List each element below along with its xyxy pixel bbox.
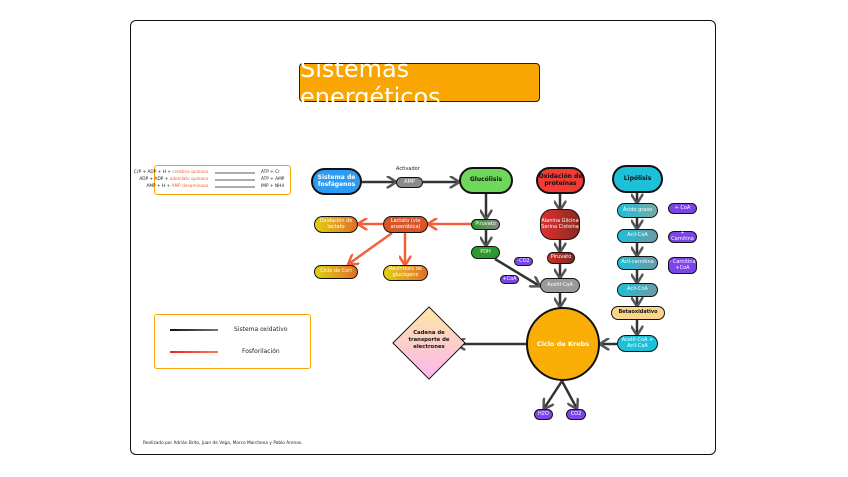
legend-label: Fosforilación — [242, 348, 280, 355]
formula-box: CrP + ADP + H + creatina quinasa ATP + Cr… — [134, 165, 291, 195]
pill-co2: CO2 — [566, 409, 586, 420]
legend: Sistema oxidativo Fosforilación — [154, 314, 311, 369]
node-glucolisis: Glucólisis — [459, 167, 513, 194]
pill-plus-coa-right: + CoA — [668, 203, 697, 214]
footer-credits: Realizado por Adrián Brito, Juan de Vega… — [143, 441, 303, 446]
node-fosfagenos: Sistema de fosfágenos — [311, 168, 362, 195]
pill-plus-carnitina: + Carnitina — [668, 230, 697, 243]
formula-left: ADP + ADP + — [139, 177, 170, 182]
formula-row: AMP + H + AMP desaminasa IMP + NH4 — [146, 184, 290, 190]
node-cadena-transporte: Cadena de transporte de electrones — [408, 330, 450, 350]
node-ciclo-cori: Ciclo de Cori — [314, 265, 358, 279]
node-resintesis-glucogeno: Resíntesis de glucógeno — [383, 265, 428, 281]
formula-right: ATP + AMP — [261, 177, 285, 182]
page-title: Sistemas energéticos — [299, 55, 540, 111]
formula-row: CrP + ADP + H + creatina quinasa ATP + Cr — [134, 170, 290, 176]
formula-enzyme: adenilato quinasa — [169, 177, 208, 182]
node-oxidacion-proteinas: Oxidación de proteínas — [536, 167, 585, 194]
node-piruvato-glucolisis: Piruvato — [471, 219, 500, 230]
formula-enzyme: AMP desaminasa — [171, 184, 208, 189]
legend-label: Sistema oxidativo — [234, 326, 288, 333]
canvas-frame — [130, 20, 716, 455]
node-pdh: PDH — [471, 246, 500, 259]
legend-swatch-oxidativo — [170, 329, 218, 331]
node-betaoxidativo: Betaoxidativo — [611, 306, 665, 320]
formula-left: CrP + ADP + H + — [133, 170, 173, 175]
node-acido-graso: Ácido graso — [617, 203, 658, 218]
pill-h2o: H2O — [534, 409, 553, 420]
pill-carnitina-coa: - Carnitina +CoA — [668, 257, 697, 274]
formula-enzyme: creatina quinasa — [172, 170, 208, 175]
node-lactato: Lactato (vía anaeróbica) — [383, 216, 428, 233]
node-ciclo-krebs: Ciclo de Krebs — [526, 307, 600, 381]
formula-arrows — [215, 172, 255, 188]
node-piruvato-proteinas: Piruvato — [547, 252, 575, 264]
node-acil-coa: Acil-CoA — [617, 229, 658, 243]
activator-label: Activador — [396, 166, 420, 172]
formula-right: IMP + NH4 — [261, 184, 285, 189]
formula-row: ADP + ADP + adenilato quinasa ATP + AMP — [139, 177, 290, 183]
pill-minus-co2: -CO2 — [514, 257, 533, 266]
node-acil-coa-2: Acil-CoA — [617, 283, 658, 297]
node-acetil-acil-coa: Acetil-CoA + Acil-CoA — [617, 335, 658, 352]
node-acil-carnitina: Acil-carnitina — [617, 256, 658, 270]
node-aminoacidos: Alanina Glicina Serina Cisteína — [540, 209, 580, 240]
legend-swatch-fosforilacion — [170, 351, 218, 353]
formula-left: AMP + H + — [146, 184, 172, 189]
node-acetil-coa: Acetil-CoA — [540, 278, 580, 293]
pill-plus-coa: +CoA — [500, 275, 519, 284]
formula-right: ATP + Cr — [261, 170, 280, 175]
node-amp: AMP — [396, 177, 423, 188]
node-lipolisis: Lipólisis — [612, 165, 663, 193]
node-oxidacion-lactato: Oxidación de lactato — [314, 216, 358, 233]
